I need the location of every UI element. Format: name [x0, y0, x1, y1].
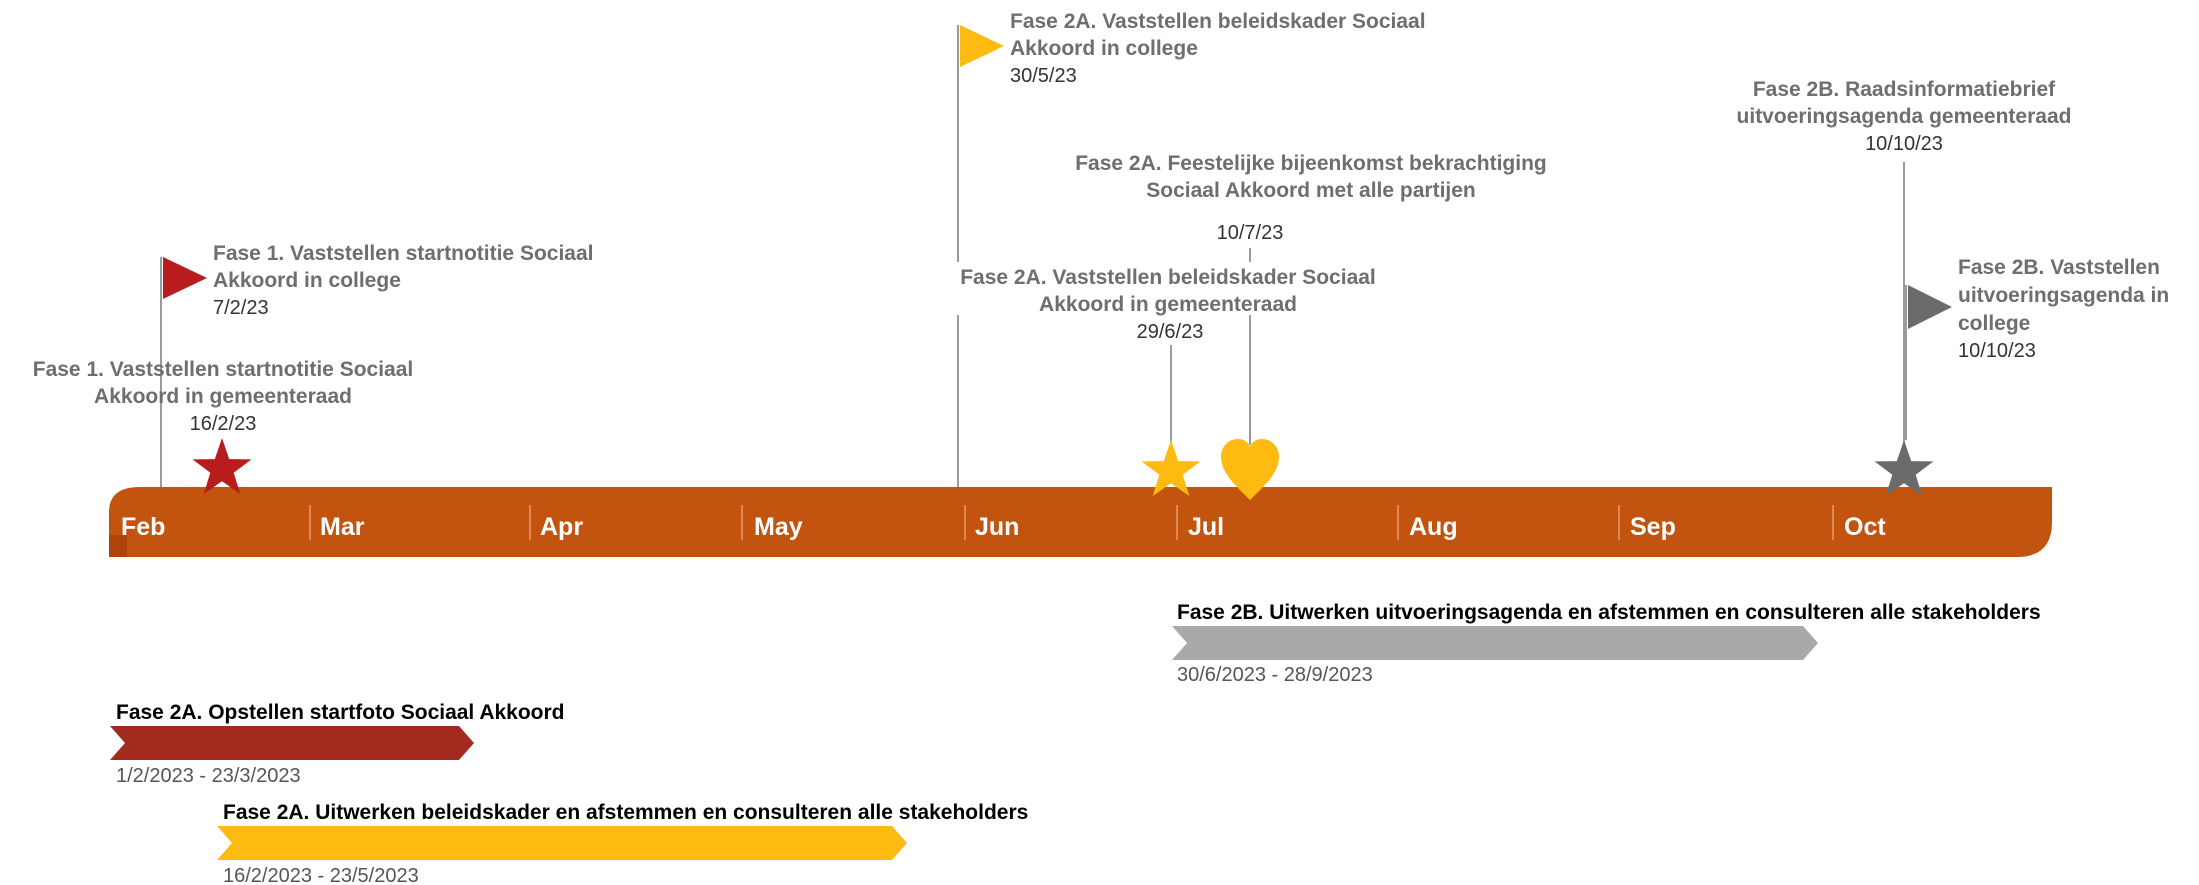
timeline-bar-shape	[109, 487, 2052, 557]
milestone-m6-title-2: uitvoeringsagenda gemeenteraad	[1737, 105, 2072, 128]
milestone-m3-date: 30/5/23	[1010, 65, 1077, 87]
task-t1-range: 30/6/2023 - 28/9/2023	[1177, 664, 1373, 686]
milestone-m7-title-1: Fase 2B. Vaststellen	[1958, 256, 2160, 279]
milestone-m7-title-3: college	[1958, 312, 2030, 335]
milestone-m4-date: 29/6/23	[1137, 321, 1204, 343]
milestone-m1-title-1: Fase 1. Vaststellen startnotitie Sociaal	[213, 242, 594, 265]
milestone-m6-title-1: Fase 2B. Raadsinformatiebrief	[1753, 78, 2056, 101]
task-t2-bar	[110, 726, 474, 760]
month-label-jun: Jun	[975, 513, 1019, 541]
month-label-may: May	[754, 513, 803, 541]
month-label-oct: Oct	[1844, 513, 1886, 541]
task-t3-title: Fase 2A. Uitwerken beleidskader en afste…	[223, 801, 1028, 824]
flag-icon	[960, 25, 1004, 67]
task-t2-title: Fase 2A. Opstellen startfoto Sociaal Akk…	[116, 701, 565, 724]
milestone-m6-date: 10/10/23	[1865, 133, 1943, 155]
timeline-bar: Feb Mar Apr May Jun Jul Aug Sep Oct	[109, 487, 2052, 557]
milestone-m1: Fase 1. Vaststellen startnotitie Sociaal…	[163, 242, 594, 319]
star-icon	[192, 438, 252, 494]
milestone-m1-date: 7/2/23	[213, 297, 269, 319]
milestone-m7-title-2: uitvoeringsagenda in	[1958, 284, 2169, 307]
month-label-mar: Mar	[320, 513, 365, 541]
milestone-m5-title-2: Sociaal Akkoord met alle partijen	[1146, 179, 1476, 202]
flag-icon	[1908, 285, 1952, 329]
flag-icon	[163, 257, 207, 299]
milestone-m7-date: 10/10/23	[1958, 340, 2036, 362]
task-t1-bar	[1172, 626, 1818, 660]
milestone-m2: Fase 1. Vaststellen startnotitie Sociaal…	[33, 358, 414, 494]
task-t3-bar	[217, 826, 907, 860]
month-label-sep: Sep	[1630, 513, 1676, 541]
month-label-feb: Feb	[121, 513, 165, 541]
month-label-aug: Aug	[1409, 513, 1458, 541]
heart-icon	[1221, 439, 1279, 500]
task-t2-range: 1/2/2023 - 23/3/2023	[116, 765, 301, 787]
milestone-m2-title-1: Fase 1. Vaststellen startnotitie Sociaal	[33, 358, 414, 381]
connector-lines	[160, 25, 1905, 487]
milestone-m5: Fase 2A. Feestelijke bijeenkomst bekrach…	[1075, 152, 1547, 500]
task-t1: Fase 2B. Uitwerken uitvoeringsagenda en …	[1172, 601, 2041, 686]
milestone-m7: Fase 2B. Vaststellen uitvoeringsagenda i…	[1905, 256, 2169, 440]
milestone-m2-date: 16/2/23	[190, 413, 257, 435]
timeline-bar-left-accent	[109, 535, 127, 557]
milestone-m4-title-2: Akkoord in gemeenteraad	[1039, 293, 1297, 316]
milestone-m5-date: 10/7/23	[1217, 222, 1284, 244]
month-label-apr: Apr	[540, 513, 583, 541]
milestone-m4-title-1: Fase 2A. Vaststellen beleidskader Sociaa…	[960, 266, 1376, 289]
month-separators	[309, 505, 1834, 540]
task-t1-title: Fase 2B. Uitwerken uitvoeringsagenda en …	[1177, 601, 2041, 624]
milestone-m3-title-2: Akkoord in college	[1010, 37, 1198, 60]
task-t2: Fase 2A. Opstellen startfoto Sociaal Akk…	[110, 701, 565, 787]
task-t3: Fase 2A. Uitwerken beleidskader en afste…	[217, 801, 1028, 885]
milestone-m3: Fase 2A. Vaststellen beleidskader Sociaa…	[960, 10, 1426, 87]
month-label-jul: Jul	[1188, 513, 1224, 541]
milestone-m6: Fase 2B. Raadsinformatiebrief uitvoering…	[1737, 78, 2072, 496]
milestone-m4: Fase 2A. Vaststellen beleidskader Sociaa…	[960, 266, 1376, 496]
star-icon	[1874, 440, 1934, 496]
task-t3-range: 16/2/2023 - 23/5/2023	[223, 865, 419, 885]
milestone-m2-title-2: Akkoord in gemeenteraad	[94, 385, 352, 408]
star-icon	[1141, 440, 1201, 496]
milestone-m1-title-2: Akkoord in college	[213, 269, 401, 292]
milestone-m3-title-1: Fase 2A. Vaststellen beleidskader Sociaa…	[1010, 10, 1426, 33]
milestone-m5-title-1: Fase 2A. Feestelijke bijeenkomst bekrach…	[1075, 152, 1547, 175]
